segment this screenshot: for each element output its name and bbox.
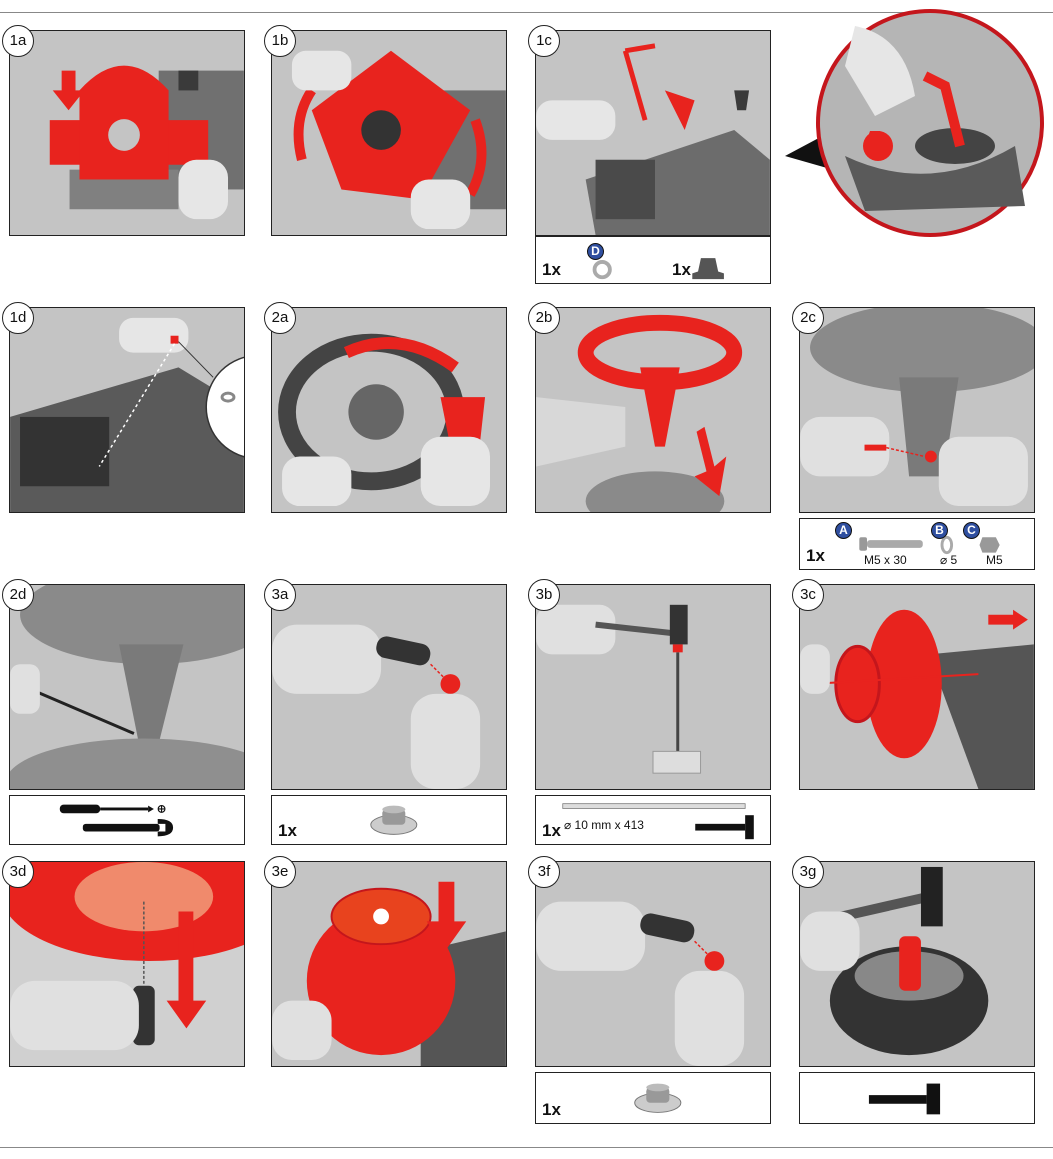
step-3a-illustration (272, 585, 506, 789)
step-badge-2b: 2b (528, 302, 560, 334)
hammer-icon (695, 815, 754, 839)
bolt-size-label: M5 x 30 (864, 553, 907, 567)
bottom-rule (0, 1147, 1053, 1148)
step-2b-photo (535, 307, 771, 513)
step-badge-2a: 2a (264, 302, 296, 334)
step-2a-illustration (272, 308, 506, 512)
step-2d-photo (9, 584, 245, 790)
step-3a-parts-box: 1x (271, 795, 507, 845)
step-badge-3g: 3g (792, 856, 824, 888)
step-badge-2d: 2d (2, 579, 34, 611)
zoom-circle (785, 6, 1051, 240)
step-3g-tools-box (799, 1072, 1035, 1124)
step-badge-1b: 1b (264, 25, 296, 57)
step-1c-illustration (536, 31, 770, 235)
wrench-icon (83, 819, 173, 836)
step-badge-3d: 3d (2, 856, 34, 888)
screwdriver-icon (60, 805, 165, 814)
qty-1c-washer: 1x (542, 260, 561, 280)
step-3c-photo (799, 584, 1035, 790)
step-badge-3b: 3b (528, 579, 560, 611)
step-2c-illustration (800, 308, 1034, 512)
step-badge-3e: 3e (264, 856, 296, 888)
step-1d-illustration (10, 308, 244, 512)
step-1b-photo (271, 30, 507, 236)
hammer-icon (869, 1084, 940, 1115)
step-badge-3a: 3a (264, 579, 296, 611)
washer-icon (595, 262, 610, 277)
step-3f-photo (535, 861, 771, 1067)
rod-size-label: ⌀ 10 mm x 413 (564, 818, 644, 832)
step-3c-illustration (800, 585, 1034, 789)
step-3b-illustration (536, 585, 770, 789)
step-badge-1c: 1c (528, 25, 560, 57)
step-badge-2c: 2c (792, 302, 824, 334)
rod-icon (563, 804, 745, 809)
step-1a-photo (9, 30, 245, 236)
step-2d-illustration (10, 585, 244, 789)
qty-3a-cap: 1x (278, 821, 297, 841)
step-badge-1a: 1a (2, 25, 34, 57)
step-3d-photo (9, 861, 245, 1067)
step-2c-parts-box: 1x A B C M5 x 30 ⌀ 5 M5 (799, 518, 1035, 570)
step-1b-illustration (272, 31, 506, 235)
step-badge-3c: 3c (792, 579, 824, 611)
parts-1c-art (536, 237, 770, 283)
qty-3f-cap: 1x (542, 1100, 561, 1120)
step-1c-zoom-callout (785, 6, 1051, 240)
step-2a-photo (271, 307, 507, 513)
step-2d-tools-box (9, 795, 245, 845)
tools-2d-art (10, 796, 244, 844)
step-1c-parts-box: 1x D 1x (535, 236, 771, 284)
step-3g-photo (799, 861, 1035, 1067)
nut-size-label: M5 (986, 553, 1003, 567)
step-3f-parts-box: 1x (535, 1072, 771, 1124)
step-3g-illustration (800, 862, 1034, 1066)
washer-size-label: ⌀ 5 (940, 553, 957, 567)
part-label-b: B (931, 522, 948, 539)
step-1d-photo (9, 307, 245, 513)
step-1a-illustration (10, 31, 244, 235)
step-badge-3f: 3f (528, 856, 560, 888)
parts-3f-art (536, 1073, 770, 1123)
part-label-c: C (963, 522, 980, 539)
step-1c-photo (535, 30, 771, 236)
step-3b-photo (535, 584, 771, 790)
qty-3b-rod: 1x (542, 821, 561, 841)
step-3f-illustration (536, 862, 770, 1066)
qty-1c-cap: 1x (672, 260, 691, 280)
step-3d-illustration (10, 862, 244, 1066)
step-3e-photo (271, 861, 507, 1067)
part-label-a: A (835, 522, 852, 539)
step-badge-1d: 1d (2, 302, 34, 334)
tools-3g-art (800, 1073, 1034, 1123)
step-3a-photo (271, 584, 507, 790)
step-2b-illustration (536, 308, 770, 512)
part-label-d: D (587, 243, 604, 260)
step-3e-illustration (272, 862, 506, 1066)
parts-3a-art (272, 796, 506, 844)
step-3b-parts-box: 1x ⌀ 10 mm x 413 (535, 795, 771, 845)
step-2c-photo (799, 307, 1035, 513)
qty-2c-bolt-set: 1x (806, 546, 825, 566)
